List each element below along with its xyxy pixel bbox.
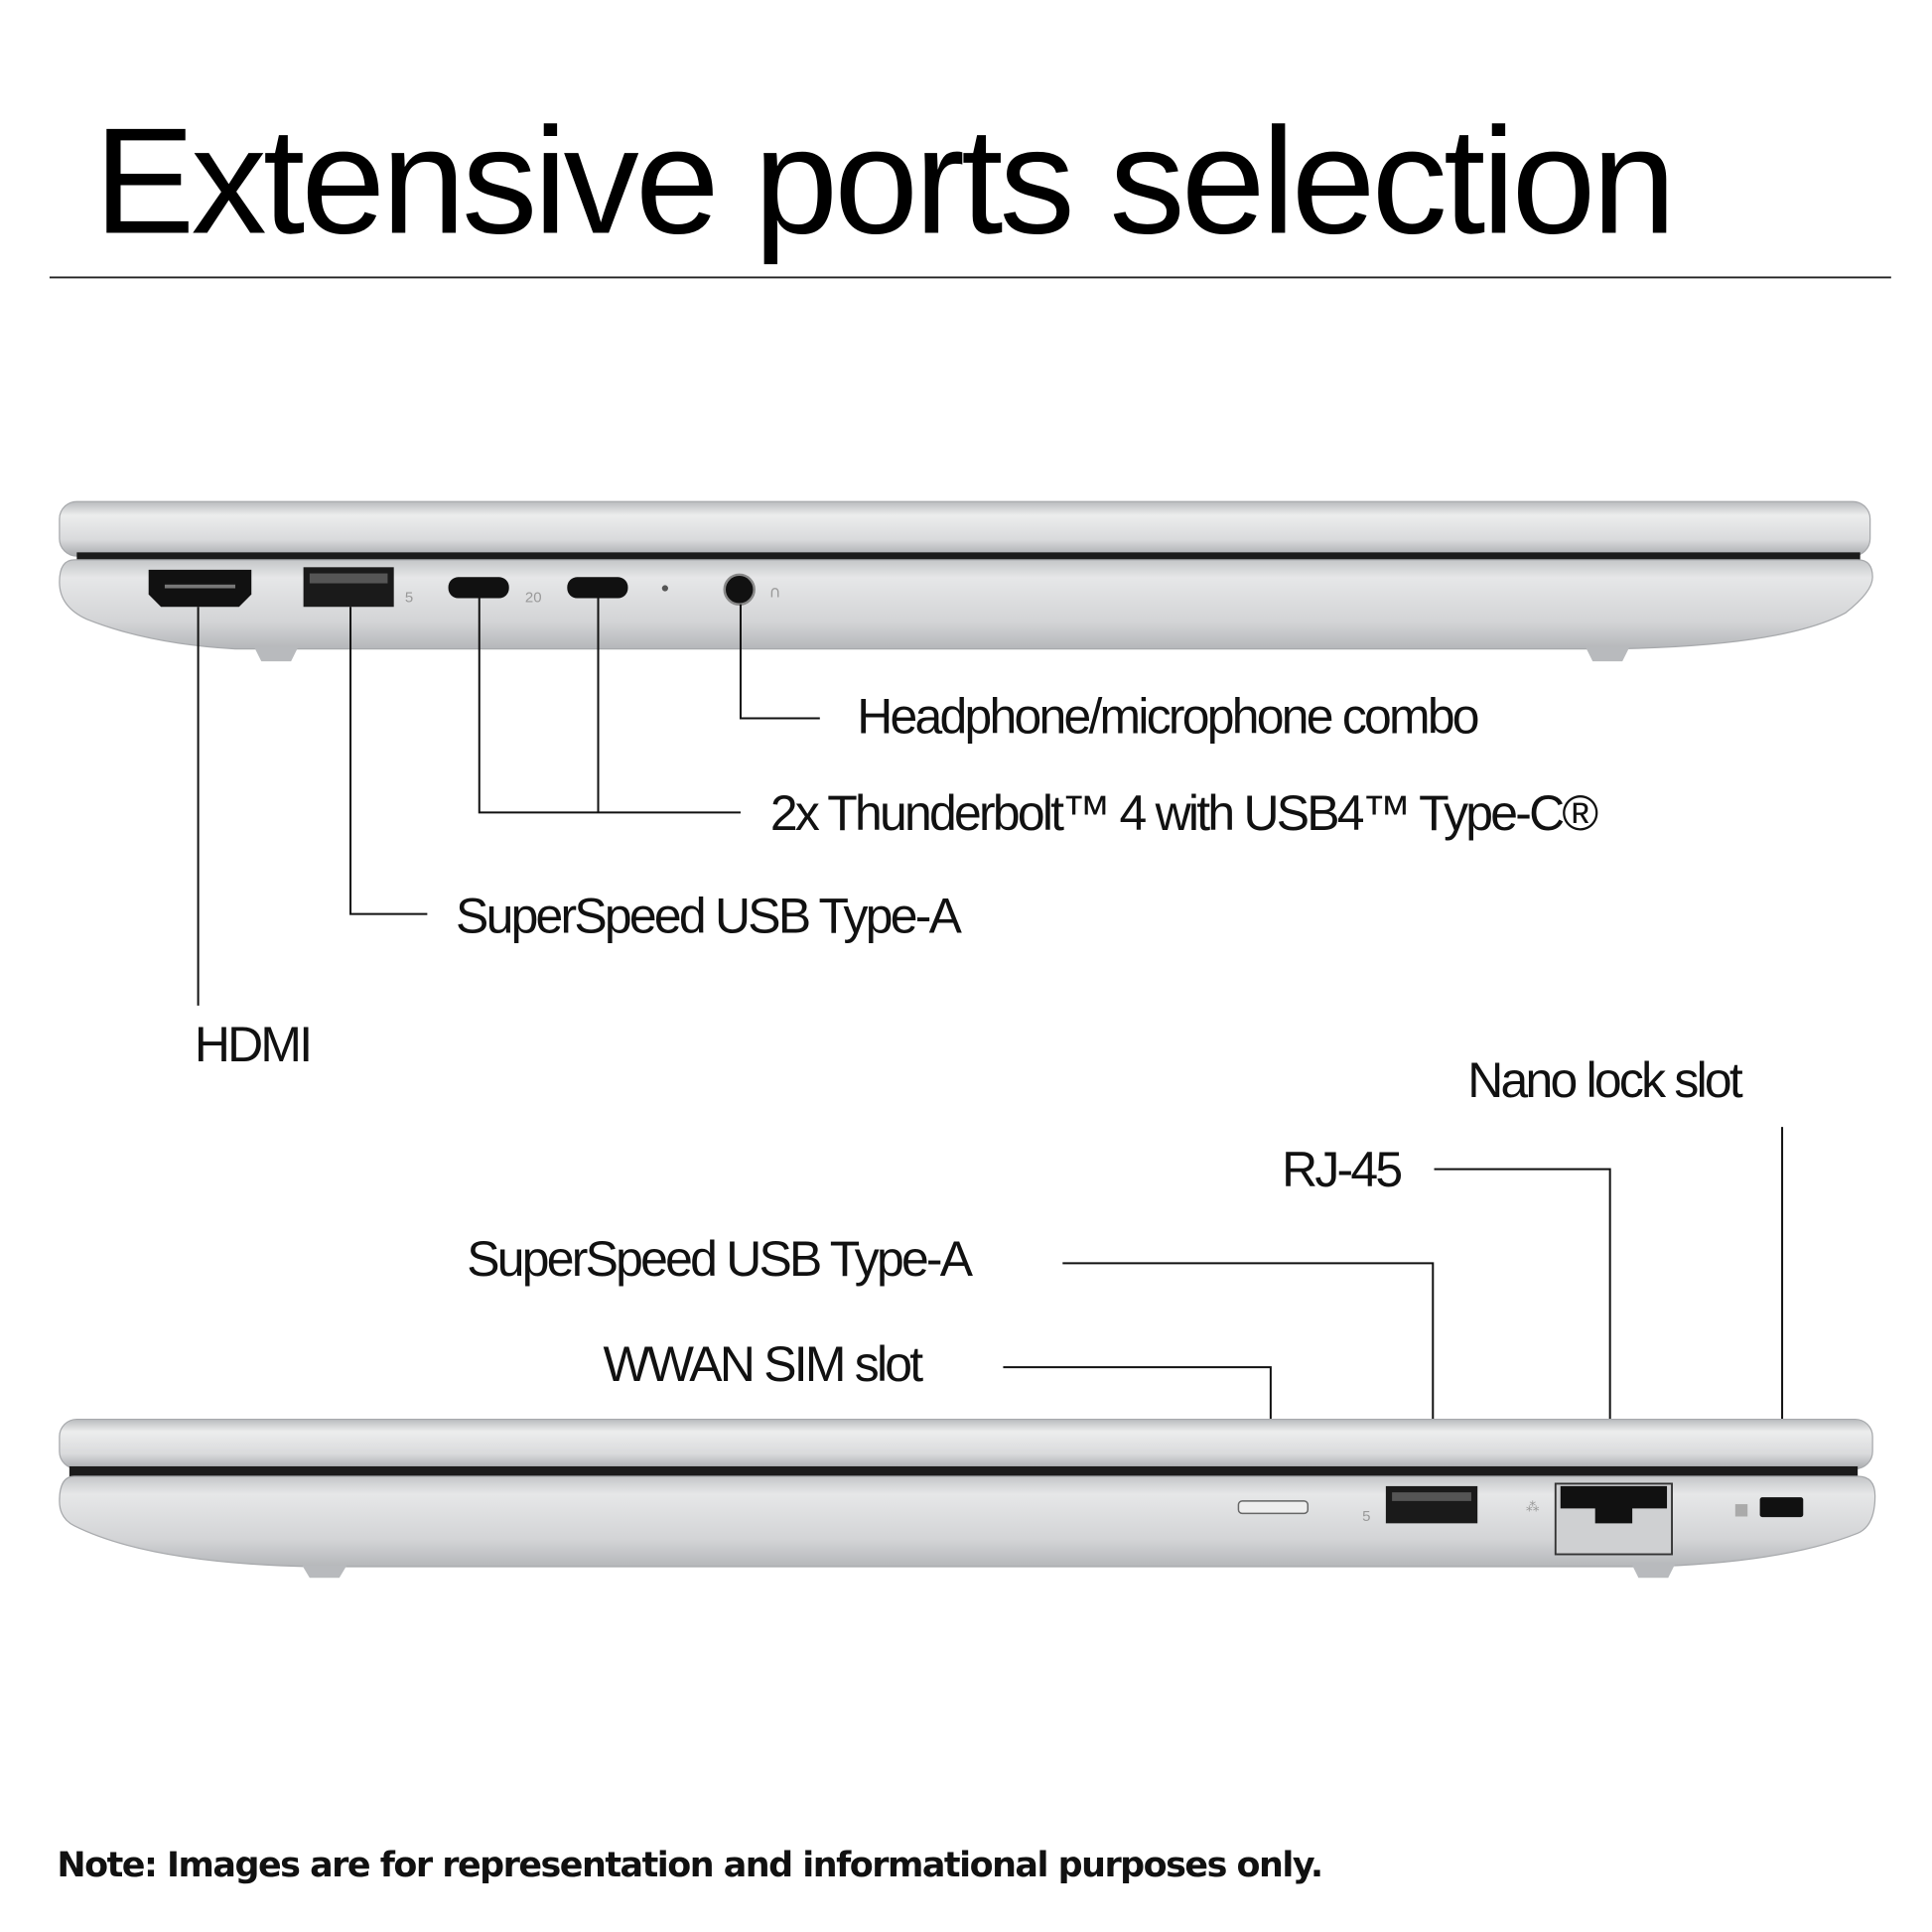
label-usb-a-left: SuperSpeed USB Type-A xyxy=(456,888,963,943)
laptop-left-side: 5 20 ∩ xyxy=(59,500,1873,662)
usb-c-port-1 xyxy=(448,577,509,599)
laptop-foot xyxy=(1585,646,1630,662)
status-led xyxy=(661,585,668,592)
superspeed-5gbps-icon: 5 xyxy=(405,589,413,606)
network-icon: ⁂ xyxy=(1526,1499,1540,1515)
left-side-leaders xyxy=(197,598,820,1006)
laptop-foot xyxy=(253,646,299,662)
thunderbolt-20gbps-icon: 20 xyxy=(525,589,542,606)
usb-a-port xyxy=(1385,1485,1478,1524)
nano-lock-slot xyxy=(1759,1497,1804,1518)
rj45-port xyxy=(1560,1485,1668,1524)
laptop-foot xyxy=(1630,1563,1676,1579)
usb-a-port xyxy=(303,567,394,608)
laptop-lid xyxy=(59,1418,1873,1470)
label-nano-lock: Nano lock slot xyxy=(1467,1052,1743,1108)
superspeed-5gbps-icon: 5 xyxy=(1362,1508,1370,1525)
sim-slot xyxy=(1237,1500,1310,1515)
label-thunderbolt: 2x Thunderbolt™ 4 with USB4™ Type-C® xyxy=(770,785,1598,841)
laptop-right-side: 5 ⁂ ■ xyxy=(59,1418,1876,1579)
laptop-hinge-gap xyxy=(76,552,1861,564)
laptop-foot xyxy=(302,1565,347,1579)
label-rj45: RJ-45 xyxy=(1282,1142,1401,1197)
label-headphone-combo: Headphone/microphone combo xyxy=(857,688,1478,744)
usb-c-port-2 xyxy=(567,577,628,599)
laptop-lid xyxy=(59,500,1871,557)
lock-icon: ■ xyxy=(1733,1500,1748,1519)
page-title: Extensive ports selection xyxy=(94,97,1673,266)
label-usb-a-right: SuperSpeed USB Type-A xyxy=(467,1231,974,1287)
headphone-icon: ∩ xyxy=(769,582,781,601)
disclaimer-note: Note: Images are for representation and … xyxy=(57,1846,1321,1885)
audio-jack xyxy=(723,573,756,606)
usb-a-tongue xyxy=(309,573,388,584)
usb-a-tongue xyxy=(1392,1492,1471,1501)
hdmi-pins xyxy=(164,584,236,589)
label-sim-slot: WWAN SIM slot xyxy=(604,1336,924,1392)
label-hdmi: HDMI xyxy=(195,1017,310,1072)
